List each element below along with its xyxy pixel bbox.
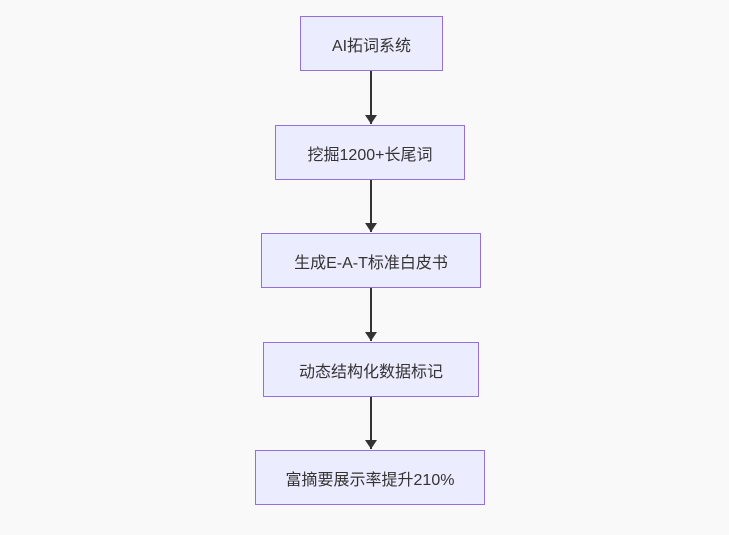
flow-node-structured-data: 动态结构化数据标记 — [263, 342, 479, 397]
flow-node-label: 生成E-A-T标准白皮书 — [294, 254, 448, 272]
flow-node-label: 挖掘1200+长尾词 — [307, 146, 433, 164]
flow-node-longtail-mining: 挖掘1200+长尾词 — [275, 125, 465, 180]
flow-node-label: AI拓词系统 — [331, 37, 412, 55]
flow-node-label: 动态结构化数据标记 — [298, 363, 443, 381]
arrow-line — [370, 397, 372, 449]
flow-arrow-1 — [364, 71, 378, 124]
arrowhead-down-icon — [365, 223, 377, 232]
flow-node-eat-whitepaper: 生成E-A-T标准白皮书 — [261, 233, 481, 288]
flow-node-rich-snippet-result: 富摘要展示率提升210% — [255, 450, 485, 505]
arrowhead-down-icon — [365, 332, 377, 341]
arrowhead-down-icon — [365, 440, 377, 449]
flow-arrow-4 — [364, 397, 378, 449]
flow-arrow-3 — [364, 288, 378, 341]
flow-node-label: 富摘要展示率提升210% — [285, 471, 455, 489]
flow-node-ai-keyword-system: AI拓词系统 — [300, 16, 443, 71]
arrow-line — [370, 288, 372, 341]
flow-arrow-2 — [364, 180, 378, 232]
arrow-line — [370, 71, 372, 124]
arrow-line — [370, 180, 372, 232]
arrowhead-down-icon — [365, 115, 377, 124]
